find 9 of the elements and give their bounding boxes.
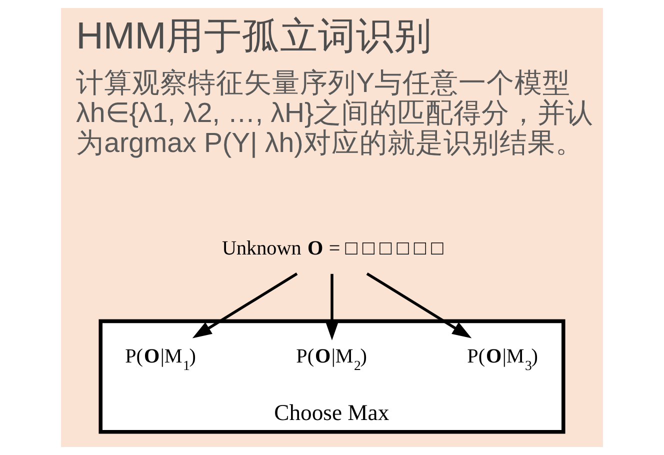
arrow xyxy=(192,272,298,338)
node-text: P(O|M$_{2}$) xyxy=(296,345,367,373)
node-text: P(O|M$_{1}$) xyxy=(125,345,196,373)
label: 计算观察特征矢量序列Y与任意一个模型λh∈{λ1, λ2, …, λH}之间的匹配得分，并认为argmax P(Y| λh)对应的就是识别结果。 xyxy=(76,66,594,158)
node-text: Unknown O = □ □ □ □ □ □ xyxy=(222,237,444,260)
diagram-title: HMM用于孤立词识别 xyxy=(76,14,432,56)
arrow xyxy=(366,272,472,338)
node-text: P(O|M$_{3}$) xyxy=(467,345,538,373)
arrow xyxy=(325,274,339,340)
